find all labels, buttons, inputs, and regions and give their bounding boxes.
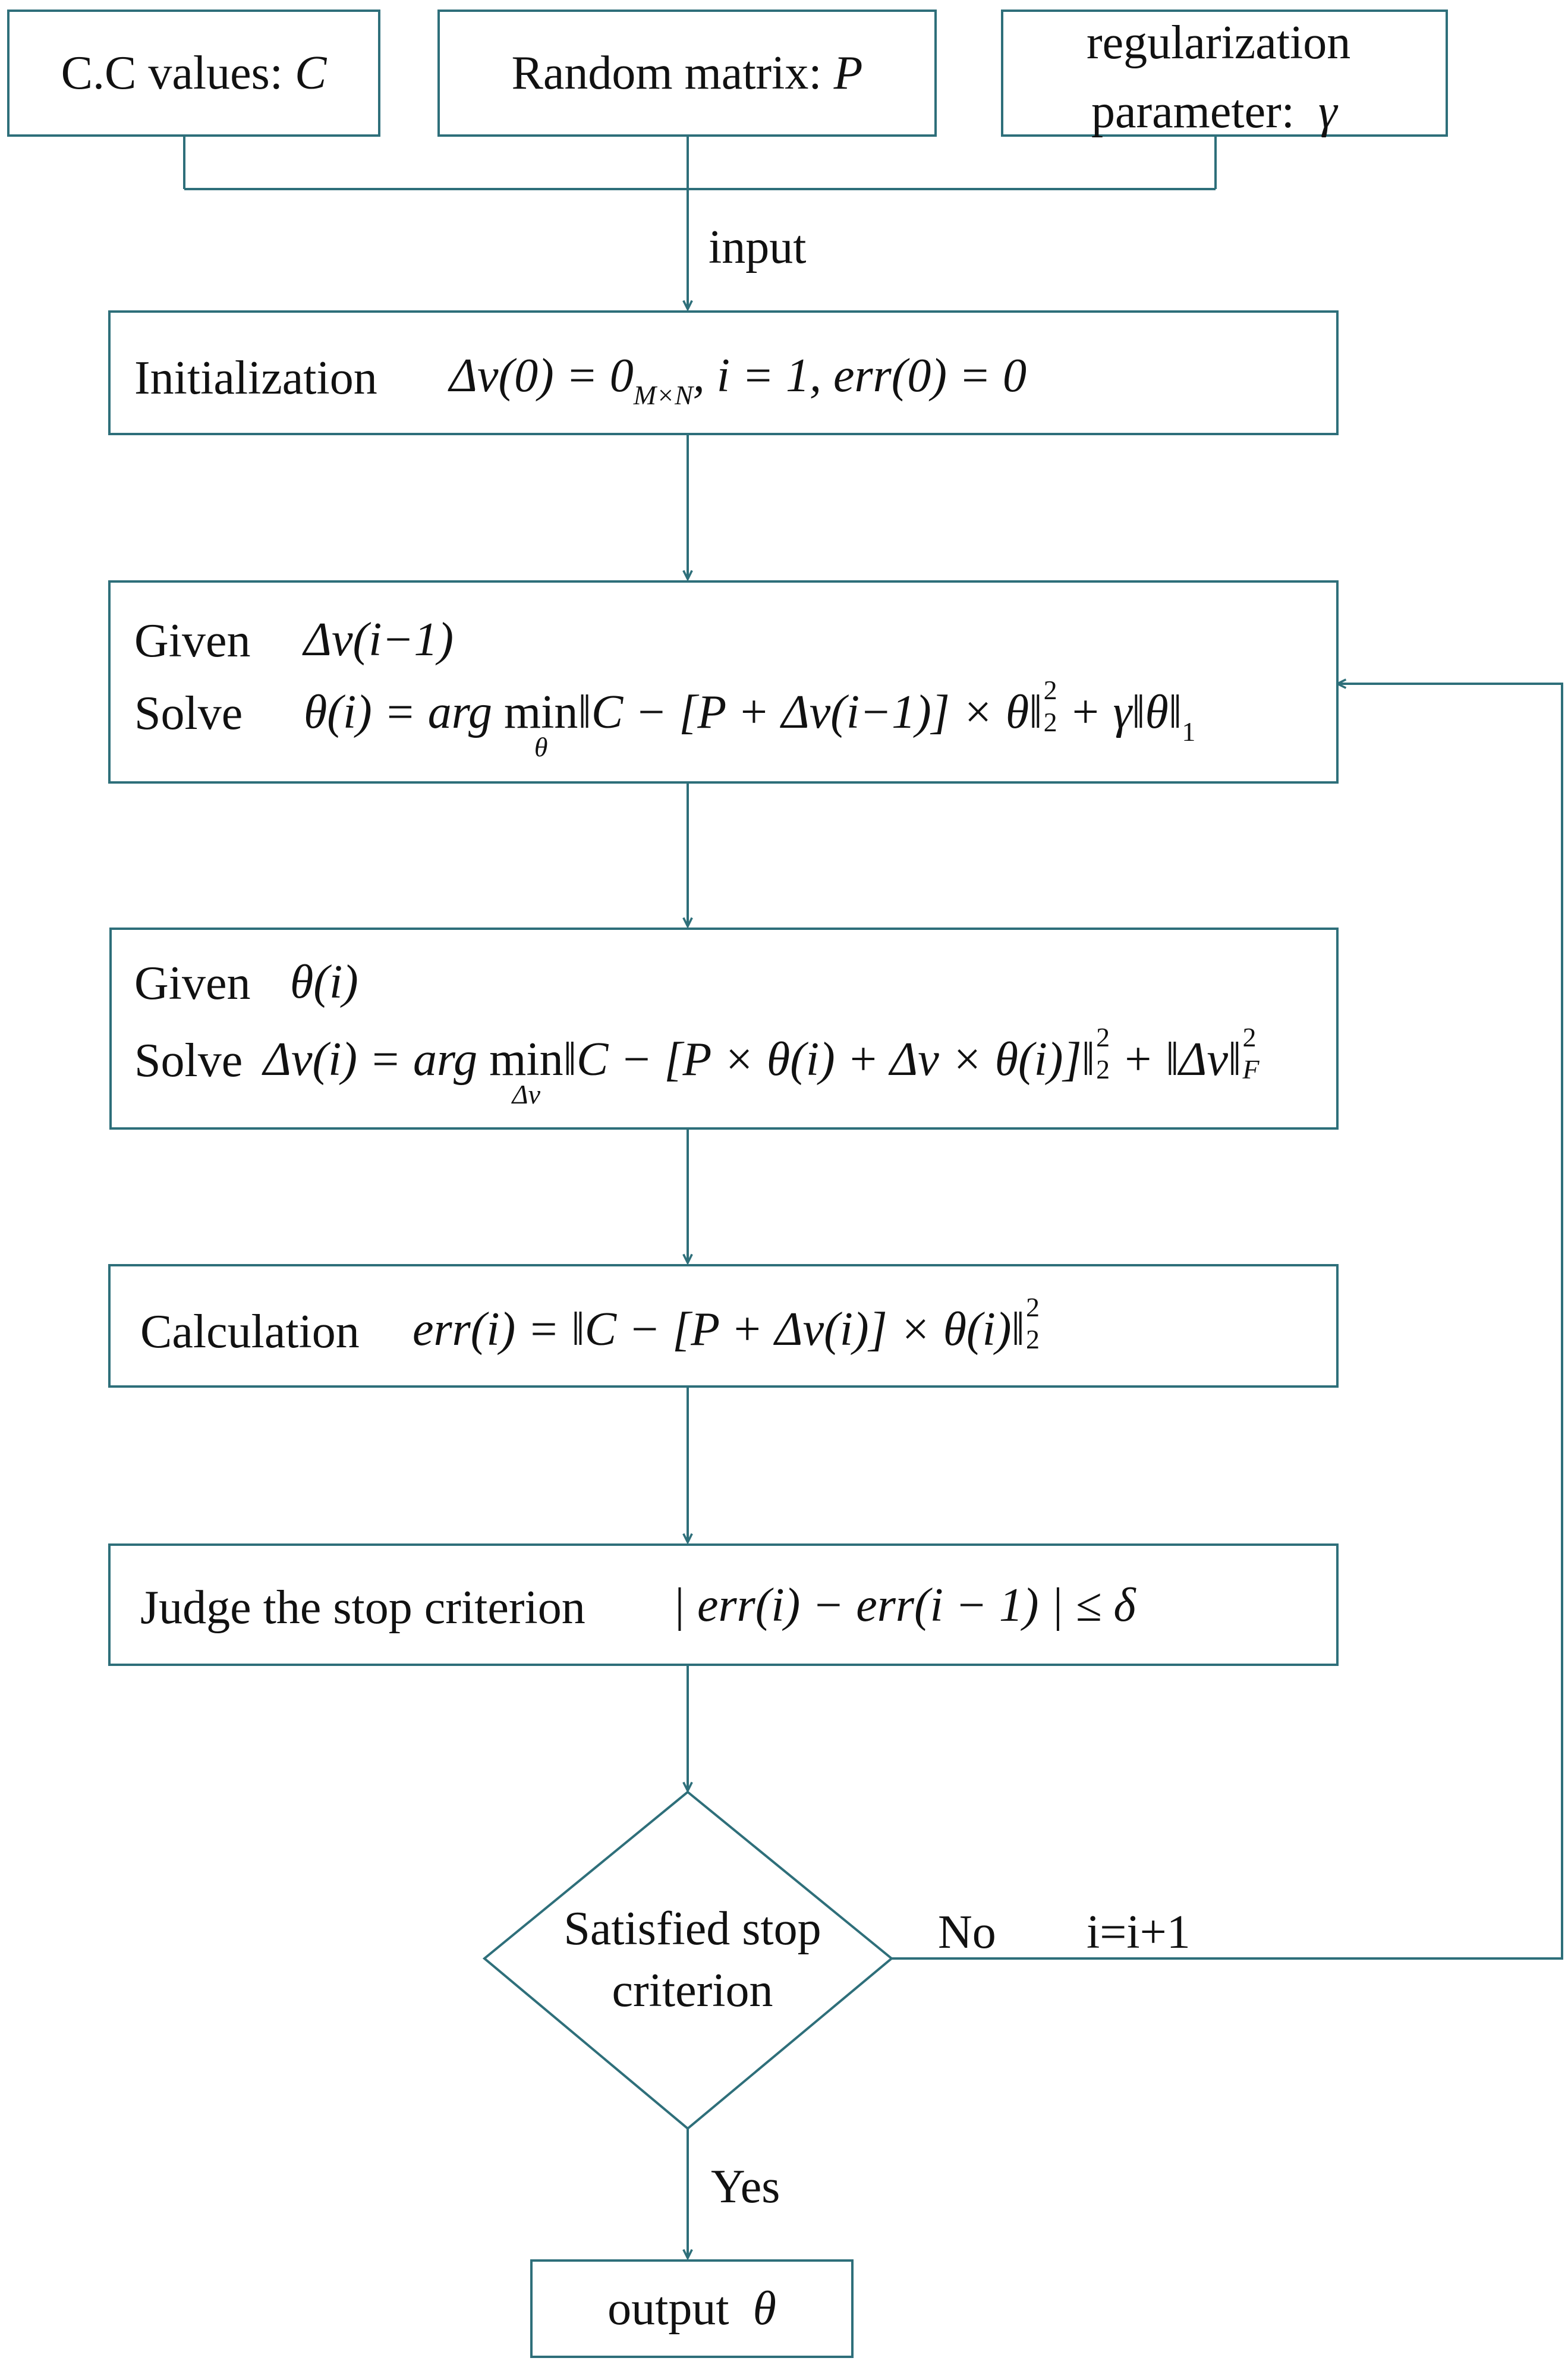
step2-given-equation: θ(i)	[290, 956, 358, 1008]
loop-back-line	[892, 684, 1563, 1960]
decision-line1: Satisfied stop	[563, 1903, 821, 1955]
output-label: output θ	[607, 2283, 776, 2335]
init-label: Initialization	[134, 352, 377, 404]
regularization-line2: parameter: γ	[1091, 86, 1337, 138]
judge-box: Judge the stop criterion | err(i) − err(…	[108, 1543, 1339, 1666]
output-box: output θ	[530, 2259, 854, 2358]
decision-line2: criterion	[612, 1964, 773, 2017]
increment-label: i=i+1	[1087, 1906, 1191, 1958]
regularization-line1: regularization	[1087, 17, 1351, 69]
random-matrix-box: Random matrix: P	[437, 10, 937, 137]
no-label: No	[938, 1906, 996, 1958]
cc-values-box: C.C values: C	[7, 10, 380, 137]
input-label: input	[709, 221, 807, 273]
init-box: Initialization Δν(0) = 0M×N, i = 1, err(…	[108, 310, 1339, 435]
cc-values-label: C.C values: C	[61, 47, 327, 99]
judge-equation: | err(i) − err(i − 1) | ≤ δ	[672, 1579, 1136, 1631]
decision-text: Satisfied stop criterion	[514, 1900, 871, 2019]
step1-solve-label: Solve	[134, 687, 243, 740]
calculation-box: Calculation err(i) = ‖C − [P + Δν(i)] × …	[108, 1264, 1339, 1388]
init-equation: Δν(0) = 0M×N, i = 1, err(0) = 0	[449, 350, 1027, 410]
step2-solve-label: Solve	[134, 1035, 243, 1087]
regularization-box: regularization parameter: γ	[1001, 10, 1448, 137]
random-matrix-label: Random matrix: P	[511, 47, 863, 99]
judge-label: Judge the stop criterion	[140, 1582, 585, 1634]
calculation-label: Calculation	[140, 1306, 360, 1358]
step1-given-label: Given	[134, 615, 251, 667]
yes-label: Yes	[711, 2161, 780, 2213]
step2-given-label: Given	[134, 957, 251, 1010]
step1-given-equation: Δν(i−1)	[304, 614, 454, 666]
